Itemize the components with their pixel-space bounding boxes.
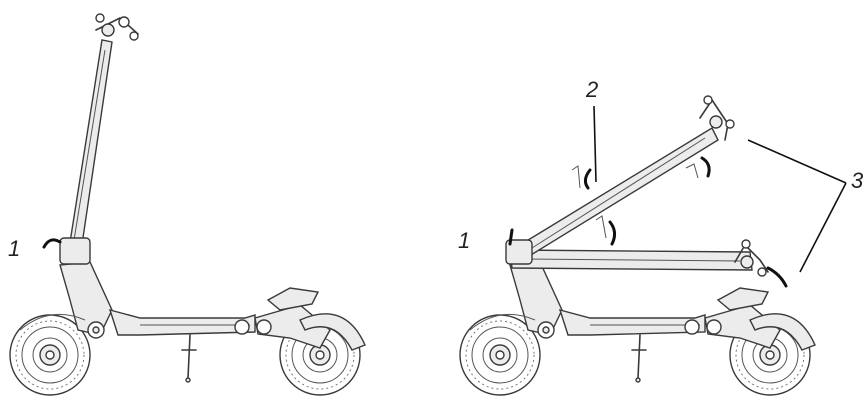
rotate-arrow-lower <box>766 266 788 288</box>
callout-2: 2 <box>585 77 598 102</box>
leader-line-3-lower <box>799 182 847 273</box>
unfolded-scooter-illustration <box>10 13 365 395</box>
lever-arrow-right <box>508 228 514 246</box>
lever-rotate-arrow <box>42 238 62 249</box>
folding-scooter-illustration <box>460 95 815 395</box>
leader-line-2 <box>593 105 597 183</box>
callout-1-right: 1 <box>458 228 470 253</box>
callout-1-left: 1 <box>8 236 20 261</box>
rotate-arrow-upper <box>700 156 711 178</box>
fold-down-arrow-2 <box>608 220 617 246</box>
callout-3: 3 <box>851 168 864 193</box>
leader-line-3-upper <box>747 139 847 184</box>
fold-down-arrow <box>583 168 592 190</box>
